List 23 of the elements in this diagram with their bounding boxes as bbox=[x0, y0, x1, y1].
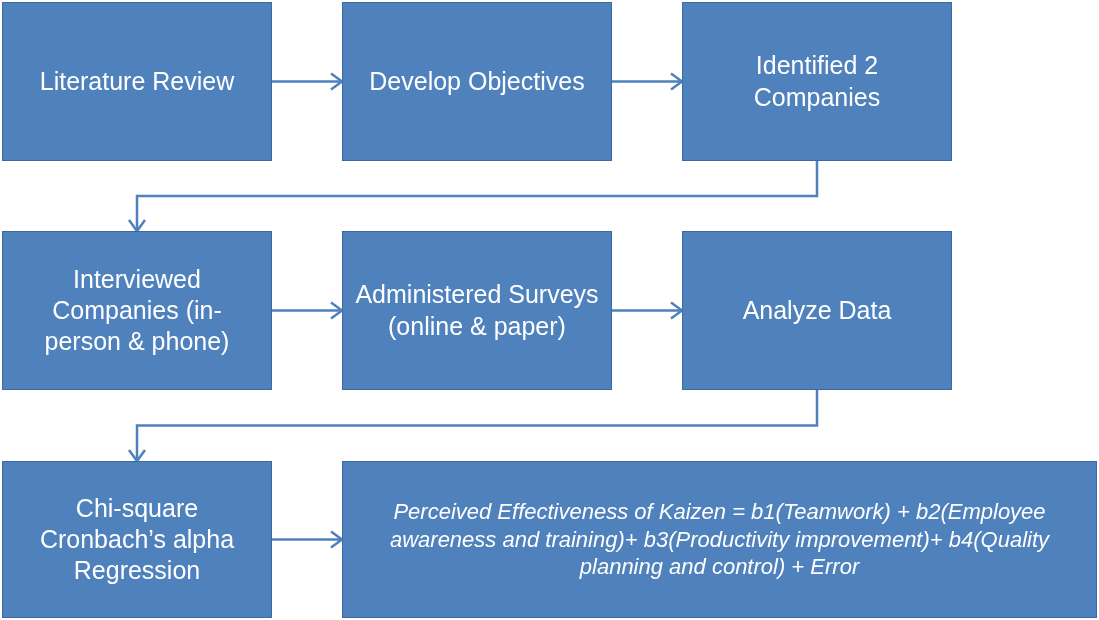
box-label: Literature Review bbox=[39, 65, 235, 97]
box-label: Chi-square Cronbach’s alpha Regression bbox=[38, 492, 236, 587]
box-label: Interviewed Companies (in-person & phone) bbox=[43, 263, 231, 358]
process-box bbox=[2, 461, 272, 618]
arrow bbox=[612, 301, 684, 320]
box-label: Analyze Data bbox=[742, 294, 892, 326]
box-label: Identified 2 Companies bbox=[752, 50, 882, 113]
process-box bbox=[682, 231, 952, 390]
arrow bbox=[612, 72, 684, 91]
box-label: Perceived Effectiveness of Kaizen = b1(Teamwork) + b2(Employee awareness and training)+ b3(Productivity improvement)+ b4(Quality planning and control) + Error bbox=[388, 498, 1051, 581]
process-box bbox=[2, 2, 272, 161]
process-box bbox=[342, 461, 1097, 618]
arrow bbox=[272, 301, 344, 320]
arrow bbox=[127, 390, 819, 463]
box-label: Administered Surveys (online & paper) bbox=[355, 279, 599, 342]
process-box bbox=[682, 2, 952, 161]
arrow bbox=[272, 530, 344, 549]
arrow bbox=[272, 72, 344, 91]
process-box bbox=[342, 2, 612, 161]
box-label: Develop Objectives bbox=[369, 65, 585, 97]
process-box bbox=[2, 231, 272, 390]
arrow bbox=[127, 161, 819, 233]
process-box bbox=[342, 231, 612, 390]
